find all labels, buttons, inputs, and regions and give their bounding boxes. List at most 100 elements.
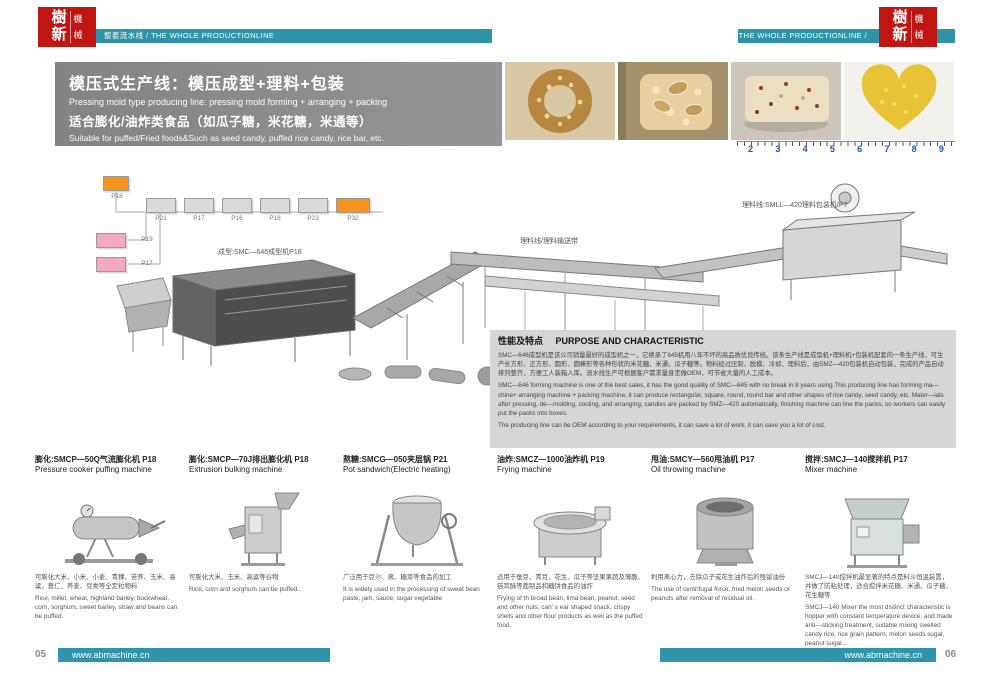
page-number-left: 05 [35,649,47,660]
purpose-text-en: SMC—646 forming machine is one of the be… [498,382,946,417]
ruler-number: 8 [911,144,917,154]
brand-seal-left: 樹 新 機 械 [38,7,96,47]
label-arranging-line: 理料线/理料输送带 [520,238,578,245]
product-subtitle: Oil throwing machine [651,465,726,474]
brand-seal-big-chars: 樹 新 [51,10,66,44]
page-number-right: 06 [945,649,957,660]
product-subtitle: Extrusion bulking machine [189,465,283,474]
flow-box-packing [336,198,370,213]
page-title-en: Pressing mold type producing line: press… [69,97,388,107]
seal-char: 械 [73,30,83,40]
flow-box-oil-throwing [96,257,126,272]
purpose-heading: 性能及特点 PURPOSE AND CHARACTERISTIC [490,330,956,349]
purpose-heading-cn: 性能及特点 [498,336,544,346]
ruler-number: 5 [829,144,835,154]
footer-site-link-left[interactable]: www.abmachine.cn [58,648,330,662]
product-desc-cn: SMCJ—140搅拌机最显著的特点是料斗恒温装置，并做了防粘处理，适合搅拌米花糖… [805,574,952,599]
product-desc-en: SMCJ—140 Mixer the most distinct charact… [805,603,953,647]
brand-seal-right: 樹 新 機 械 [879,7,937,47]
flowchart-connectors [115,192,383,265]
flow-page-ref: P17 [193,215,205,222]
product-extrusion-machine: 膨化:SMCP—70J排出膨化机 P18 Extrusion bulking m… [189,455,337,595]
ruler-number: 6 [857,144,863,154]
flow-box-step [222,198,252,213]
flow-page-ref: P17 [141,260,153,267]
ruler-number: 4 [802,144,808,154]
product-jacketed-kettle: 熬糖:SMCG—050夹层锅 P21 Pot sandwich(Electric… [343,455,491,604]
flow-box-step [298,198,328,213]
product-image-kettle [343,478,491,570]
ruler-number: 7 [884,144,890,154]
ruler-number: 3 [775,144,781,154]
product-desc-cn: 广泛用于豆沙、酱、糖菜等食品的加工 [343,574,452,581]
label-forming-machine: 成型:SMC—646成型机P18 [218,249,302,256]
page-subtitle: 适合膨化/油炸类食品（如瓜子糖，米花糖，米通等） [69,115,372,129]
product-title: 膨化:SMCP—70J排出膨化机 P18 [189,455,309,464]
flow-page-ref: P18 [269,215,281,222]
product-title: 膨化:SMCP—50Q气流膨化机 P18 [35,455,157,464]
product-subtitle: Pressure cooker puffing machine [35,465,152,474]
product-desc-en: Frying of th broad bean, lima bean, pean… [497,594,643,629]
header-bar-left: 整套流水线 / THE WHOLE PRODUCTIONLINE [38,29,492,43]
production-line-illustration [116,183,948,386]
product-desc-cn: 可膨化大米、玉米、高粱等谷物 [189,574,279,581]
product-image-fryer [497,478,645,570]
page-title: 模压式生产线：模压成型+理料+包装 [69,76,345,93]
photo-heart-millet-candy [844,62,954,140]
ruler-number: 2 [748,144,754,154]
product-desc-en: It is widely used in the processing of s… [343,585,480,602]
flow-page-ref: P16 [231,215,243,222]
ruler-number: 9 [938,144,944,154]
seal-char: 機 [914,14,924,24]
flow-page-ref: P19 [141,236,153,243]
flow-page-ref: P32 [347,215,359,222]
flow-box-step [146,198,176,213]
product-title: 搅拌:SMCJ—140搅拌机 P17 [805,455,908,464]
page-subtitle-en: Suitable for puffed/Fried foods&Such as … [69,133,385,143]
flow-box-step [260,198,290,213]
product-subtitle: Pot sandwich(Electric heating) [343,465,451,474]
product-desc-en: Rice, millet, wheat, highland barley, bu… [35,594,178,620]
product-desc-cn: 适用于蚕豆、青豆、花生、瓜子等坚果果蔬及薄脆、猫耳酥等面制品和糖饼食品的油炸 [497,574,644,590]
brand-seal-big-chars: 樹 新 [892,10,907,44]
product-desc-en: Rice, corn and sorghum can be puffed.. [189,585,301,593]
brand-seal-small-chars: 機 械 [910,11,924,43]
seal-char: 樹 [51,10,67,26]
seal-char: 新 [892,27,908,43]
product-oil-throwing-machine: 甩油:SMCY—560甩油机 P17 Oil throwing machine … [651,455,799,604]
product-desc-cn: 利用离心力，去除瓜子或花生油炸后的残留油份 [651,574,786,581]
purpose-text-cn: SMC—646成型机是该公司销量最好的成型机之一，它继承了645机用八年不坏的高… [498,352,944,378]
seal-char: 樹 [892,10,908,26]
label-packing-machine: 理料线:SMLL—420理料包装机/P7 [742,202,848,209]
purpose-section: 性能及特点 PURPOSE AND CHARACTERISTIC SMC—646… [490,330,956,448]
footer-site-link-right[interactable]: www.abmachine.cn [660,648,936,662]
photo-puffed-rice-ring [505,62,615,140]
product-image-extruder [189,478,337,570]
product-title: 油炸:SMCZ—1000油炸机 P19 [497,455,605,464]
seal-char: 機 [73,14,83,24]
product-subtitle: Mixer machine [805,465,858,474]
product-desc-cn: 可膨化大米、小米、小麦、青稞、苦荞、玉米、高粱、薏仁、荞麦、豆类等全定粒物料 [35,574,176,590]
seal-char: 新 [51,27,67,43]
flow-page-ref: P21 [155,215,167,222]
flow-box-puffing [103,176,129,191]
photo-rice-bar [731,62,841,140]
purpose-heading-en: PURPOSE AND CHARACTERISTIC [555,336,704,346]
purpose-body: SMC—646成型机是该公司销量最好的成型机之一，它继承了645机用八年不坏的高… [490,349,956,435]
product-mixer-machine: 搅拌:SMCJ—140搅拌机 P17 Mixer machine SMCJ—14… [805,455,953,649]
photo-seed-candy [618,62,728,140]
product-frying-machine: 油炸:SMCZ—1000油炸机 P19 Frying machine 适用于蚕豆… [497,455,645,631]
flow-page-ref: P18 [111,193,123,200]
flow-box-step [184,198,214,213]
product-image-centrifuge [651,478,799,570]
brand-seal-small-chars: 機 械 [69,11,83,43]
flow-box-frying [96,233,126,248]
seal-char: 械 [914,30,924,40]
product-title: 甩油:SMCY—560甩油机 P17 [651,455,755,464]
product-title: 熬糖:SMCG—050夹层锅 P21 [343,455,448,464]
product-puffing-machine: 膨化:SMCP—50Q气流膨化机 P18 Pressure cooker puf… [35,455,183,622]
title-block: 模压式生产线：模压成型+理料+包装 Pressing mold type pro… [55,62,502,146]
photo-scale-ruler: 2 3 4 5 6 7 8 9 [737,141,955,154]
product-image-mixer [805,478,953,570]
